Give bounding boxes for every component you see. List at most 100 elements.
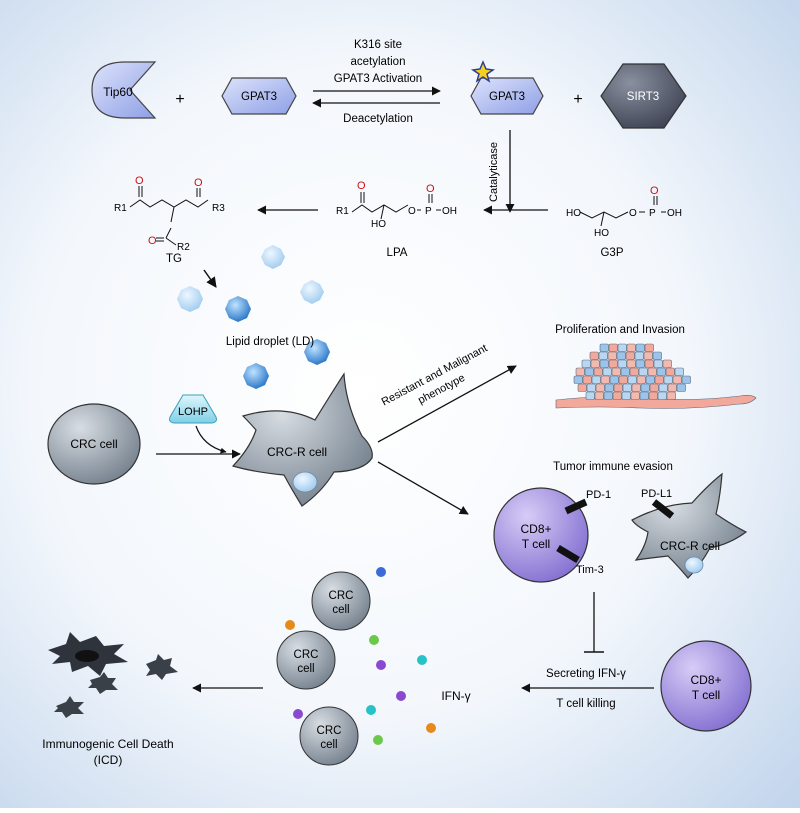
tumor-mass-illustration (555, 343, 757, 409)
tumor-cell-block (589, 351, 599, 360)
tumor-cell-block (666, 391, 676, 400)
crc-small-label-1: CRC (317, 725, 342, 737)
tumor-cell-block (634, 351, 644, 360)
ifn-particle (396, 691, 406, 701)
tg-structure (129, 186, 209, 246)
tumor-cell-block (608, 359, 618, 368)
tumor-cell-block (667, 383, 677, 392)
tumor-cell-block (617, 359, 627, 368)
cd8-t-cell-evasion: CD8+ T cell (493, 487, 589, 583)
reaction-line1: K316 site (354, 39, 402, 51)
tumor-cell-block (581, 359, 591, 368)
tumor-cell-block (622, 383, 632, 392)
reaction-line2: acetylation (351, 56, 406, 68)
tg-oxygen-3: O (194, 177, 203, 189)
ifn-particle (426, 723, 436, 733)
lipid-droplets (177, 245, 330, 389)
tim3-receptor: Tim-3 (556, 544, 604, 576)
tumor-cell-block (657, 391, 667, 400)
tumor-cell-block (591, 375, 601, 384)
cd8-killer-line1: CD8+ (690, 673, 721, 687)
tumor-cell-block (639, 391, 649, 400)
sirt3-label: SIRT3 (627, 91, 659, 103)
lpa-ho: HO (371, 219, 386, 230)
tumor-cell-block (635, 359, 645, 368)
immune-evasion-label: Tumor immune evasion (553, 461, 673, 473)
g3p-p: P (649, 208, 656, 219)
lpa-oh: OH (442, 206, 457, 217)
tumor-cell-block (575, 367, 585, 376)
tumor-cell-block (665, 367, 675, 376)
lpa-label: LPA (387, 247, 408, 259)
tumor-cell-block (644, 343, 654, 352)
tumor-cell-block (656, 367, 666, 376)
tumor-cell-block (644, 359, 654, 368)
icd-label-line1: Immunogenic Cell Death (42, 737, 173, 751)
tumor-cell-block (585, 391, 595, 400)
lipid-droplet (225, 296, 251, 322)
tg-oxygen-1: O (135, 175, 144, 187)
tumor-cell-block (604, 383, 614, 392)
tumor-cell-block (593, 367, 603, 376)
tumor-cell-block (599, 359, 609, 368)
tumor-cell-block (594, 391, 604, 400)
g3p-oh: OH (667, 208, 682, 219)
t-cell-killing-label: T cell killing (556, 698, 615, 710)
plus-sign-2: + (573, 91, 582, 108)
tumor-cell-block (608, 343, 618, 352)
lpa-carbonyl-oxygen: O (357, 180, 366, 192)
tumor-cell-block (586, 383, 596, 392)
ifn-particle (366, 705, 376, 715)
lohp-label: LOHP (178, 406, 208, 418)
lipid-droplet (177, 286, 203, 312)
tumor-cell-block (611, 367, 621, 376)
tumor-cell-block (652, 351, 662, 360)
gpat3-protein-left: GPAT3 (221, 77, 297, 115)
ifn-particle (417, 655, 427, 665)
pdl1-ligand: PD-L1 (641, 488, 675, 519)
plus-sign-1: + (175, 91, 184, 108)
tumor-cell-block (573, 375, 583, 384)
tumor-cell-block (626, 343, 636, 352)
tumor-cell-block (600, 375, 610, 384)
cd8-label-line1: CD8+ (520, 522, 551, 536)
cd8-label-line2: T cell (522, 537, 550, 551)
tumor-cell-block (613, 383, 623, 392)
crc-cell-small: CRC cell (276, 630, 336, 690)
ifn-particle (293, 709, 303, 719)
tumor-cell-block (638, 367, 648, 376)
crc-r-cell-evasion: CRC-R cell (631, 472, 748, 579)
tumor-cell-block (590, 359, 600, 368)
ifn-particle (285, 620, 295, 630)
lpa-structure (351, 192, 441, 220)
lpa-p-oxygen: O (426, 183, 435, 195)
ifn-particle (369, 635, 379, 645)
tumor-cell-block (653, 359, 663, 368)
lpa-o: O (408, 206, 416, 217)
tg-r3: R3 (212, 203, 225, 214)
ifn-particle (373, 735, 383, 745)
resistant-arrow (377, 365, 517, 443)
lpa-p: P (425, 206, 432, 217)
lipid-droplet (304, 339, 330, 365)
ifn-gamma-particles (285, 567, 436, 745)
reaction-line3: GPAT3 Activation (334, 73, 422, 85)
lipid-droplet-label: Lipid droplet (LD) (226, 336, 314, 348)
tumor-cell-block (621, 391, 631, 400)
tumor-cell-block (645, 375, 655, 384)
crc-r-cell-label: CRC-R cell (267, 445, 327, 459)
crc-small-label-2: cell (320, 739, 337, 751)
crc-r-cell-main: CRC-R cell (231, 372, 373, 507)
tg-to-ld-arrow (203, 269, 217, 288)
icd-label-line2: (ICD) (94, 753, 123, 767)
tumor-cell-block (672, 375, 682, 384)
ifn-particle (376, 567, 386, 577)
tumor-cell-block (629, 367, 639, 376)
tumor-cell-block (635, 343, 645, 352)
tumor-cell-block (599, 343, 609, 352)
tumor-cell-block (627, 375, 637, 384)
tumor-cell-block (602, 367, 612, 376)
tumor-cell-block (648, 391, 658, 400)
tumor-cell-block (649, 383, 659, 392)
